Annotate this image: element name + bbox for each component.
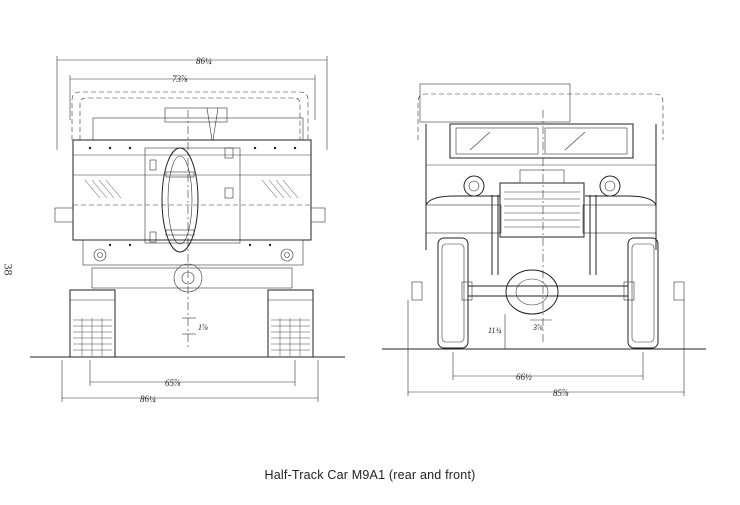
rear-right-light <box>280 248 294 262</box>
rear-right-track <box>267 289 314 358</box>
rear-view-drawing: 86¼ 73⅞ <box>30 56 345 404</box>
rear-overall-width-label: 86¼ <box>196 56 212 66</box>
rear-top-stowage <box>92 117 304 141</box>
figure-caption: Half-Track Car M9A1 (rear and front) <box>264 468 476 482</box>
front-tread-label: 66½ <box>516 372 532 382</box>
rear-door <box>144 147 241 244</box>
rear-left-bracket <box>54 207 74 223</box>
front-windshield <box>449 123 634 159</box>
rear-lower-width-label: 86¼ <box>140 394 156 404</box>
front-right-fender <box>585 195 657 206</box>
front-top-stowage <box>419 83 571 123</box>
front-overall-width-label: 85⅞ <box>553 388 569 398</box>
front-axle-offset-label: 3⅞ <box>532 323 543 332</box>
front-view-drawing: 11¾ 3⅞ 66½ 85⅞ <box>382 83 706 398</box>
rear-right-bracket <box>310 207 326 223</box>
front-left-fender <box>425 195 500 206</box>
front-left-tire <box>437 237 469 349</box>
rear-left-track <box>69 289 116 358</box>
front-right-tire <box>627 237 659 349</box>
front-left-headlight <box>463 175 485 197</box>
rear-small-height-label: 1⅞ <box>198 323 208 332</box>
rear-spare-wheel <box>161 147 199 253</box>
rear-body-width-label: 73⅞ <box>172 74 188 84</box>
rear-track-width-label: 65⅞ <box>165 378 181 388</box>
front-right-headlight <box>599 175 621 197</box>
page-number: 38 <box>1 263 16 276</box>
rear-bumper <box>91 267 293 289</box>
front-roll-bar <box>417 93 664 140</box>
front-radiator-grille <box>499 182 585 238</box>
front-differential <box>505 269 559 315</box>
rear-left-light <box>93 248 107 262</box>
rear-roll-bar <box>71 91 309 140</box>
front-ground-clearance-label: 11¾ <box>488 326 501 335</box>
